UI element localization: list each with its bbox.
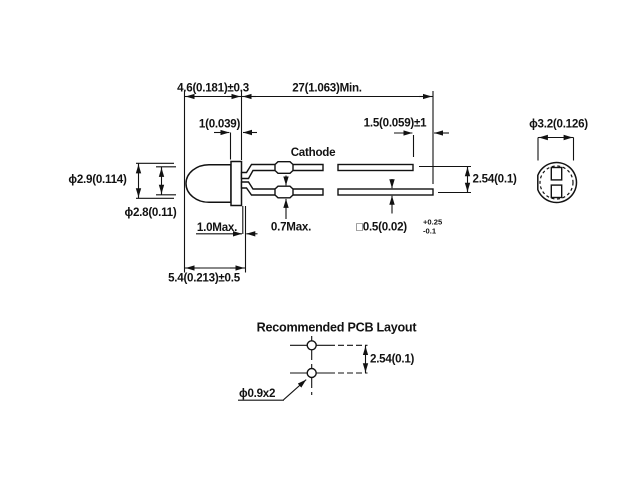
cathode-lead-crimp <box>274 161 294 174</box>
pcb-layout <box>238 336 369 401</box>
dim-lead-pitch-label: 2.54(0.1) <box>473 173 518 186</box>
dim-standoff-label: 1.0Max. <box>197 221 237 234</box>
dim-lead-length-label: 27(1.063)Min. <box>292 82 362 95</box>
end-view-outline <box>537 161 578 204</box>
cathode-label: Cathode <box>291 146 336 159</box>
hole-dia-leader-arrow <box>283 379 307 401</box>
dim-total-length-label: 5.4(0.213)±0.5 <box>168 272 241 285</box>
dim-lead-square-tol-plus: +0.25 <box>423 218 443 227</box>
dim-lead-tip-offset-label: 1.5(0.059)±1 <box>364 117 427 130</box>
side-view-arrows <box>135 93 471 271</box>
dim-flange-diameter-label: ϕ3.2(0.126) <box>529 118 588 131</box>
anode-lead-crimp <box>274 185 294 199</box>
dim-lens-diameter-label: ϕ2.9(0.114) <box>68 173 127 186</box>
end-view-cathode-lead <box>550 166 563 181</box>
dim-hole-pitch-label: 2.54(0.1) <box>370 353 415 366</box>
dim-body-length-label: 4.6(0.181)±0.3 <box>177 82 250 95</box>
cathode-lead-segment1 <box>240 163 324 180</box>
led-dome <box>185 163 232 204</box>
pcb-layout-title: Recommended PCB Layout <box>257 321 418 335</box>
side-view-dimension-lines <box>136 91 471 273</box>
dim-lead-square-label: □0.5(0.02) <box>356 221 407 234</box>
pcb-hole-top <box>306 340 317 351</box>
dim-hole-diameter-label: ϕ0.9x2 <box>239 387 275 400</box>
dim-flange-thickness-label: 1(0.039) <box>199 118 241 131</box>
cathode-lead-segment2 <box>337 163 414 172</box>
led-end-view <box>537 134 578 204</box>
dim-body-diameter-label: ϕ2.8(0.11) <box>125 206 177 219</box>
dim-crimp-label: 0.7Max. <box>271 221 311 234</box>
end-view-anode-lead <box>550 184 563 199</box>
pcb-hole-bottom <box>306 367 317 379</box>
led-flange <box>230 160 243 207</box>
end-view-inner-ring <box>539 165 574 200</box>
anode-lead-segment2 <box>337 188 434 196</box>
led-side-view <box>185 160 434 207</box>
labels: 4.6(0.181)±0.3 27(1.063)Min. 1(0.039) 1.… <box>68 82 588 401</box>
dim-lead-square-tol-minus: -0.1 <box>423 227 437 236</box>
anode-lead-segment1 <box>240 181 324 196</box>
